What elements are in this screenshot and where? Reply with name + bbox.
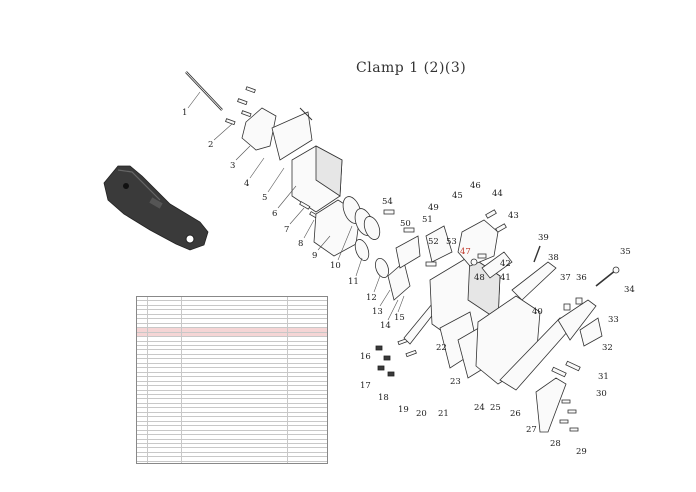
bom-row (137, 394, 327, 400)
bom-row (137, 443, 327, 449)
callout-16: 16 (360, 352, 371, 362)
callout-31: 31 (598, 372, 609, 382)
callout-5: 5 (262, 193, 267, 203)
bom-row (137, 421, 327, 427)
callout-51: 51 (422, 215, 433, 225)
callout-26: 26 (510, 409, 521, 419)
bom-row (137, 426, 327, 431)
callout-28: 28 (550, 439, 561, 449)
callout-34: 34 (624, 285, 635, 295)
callout-7: 7 (284, 225, 289, 235)
callout-33: 33 (608, 315, 619, 325)
callout-38: 38 (548, 253, 559, 263)
callout-8: 8 (298, 239, 303, 249)
callout-48: 48 (474, 273, 485, 283)
bom-row (137, 337, 327, 342)
callout-50: 50 (400, 219, 411, 229)
callout-3: 3 (230, 161, 235, 171)
bom-row (137, 328, 327, 333)
callout-36: 36 (576, 273, 587, 283)
clamp-photo (103, 165, 209, 251)
callout-22: 22 (436, 343, 447, 353)
bom-row (137, 354, 327, 360)
callout-42: 42 (500, 259, 511, 269)
bom-row (137, 412, 327, 418)
bom-row (137, 457, 327, 462)
bom-row (137, 314, 327, 320)
callout-37: 37 (560, 273, 571, 283)
callout-18: 18 (378, 393, 389, 403)
callout-labels: 1 2 3 4 5 6 7 8 9 10 11 12 13 14 15 16 1… (182, 108, 635, 457)
bom-row (137, 363, 327, 369)
callout-29: 29 (576, 447, 587, 457)
callout-40: 40 (532, 307, 543, 317)
bom-row (137, 332, 327, 338)
callout-27: 27 (526, 425, 537, 435)
callout-4: 4 (244, 179, 249, 189)
callout-35: 35 (620, 247, 631, 257)
callout-12: 12 (366, 293, 377, 303)
bom-row (137, 452, 327, 458)
bom-row (137, 408, 327, 413)
callout-45: 45 (452, 191, 463, 201)
callout-2: 2 (208, 140, 213, 150)
bom-row (137, 350, 327, 355)
callout-20: 20 (416, 409, 427, 419)
bom-row (137, 341, 327, 346)
callout-41: 41 (500, 273, 511, 283)
bom-row (137, 368, 327, 373)
callout-10: 10 (330, 261, 341, 271)
bom-row (137, 439, 327, 444)
callout-44: 44 (492, 189, 503, 199)
callout-49: 49 (428, 203, 439, 213)
bom-row (137, 461, 327, 463)
bom-row (137, 435, 327, 440)
parts (185, 71, 620, 433)
callout-46: 46 (470, 181, 481, 191)
callout-11: 11 (348, 277, 359, 287)
callout-43: 43 (508, 211, 519, 221)
bom-row (137, 417, 327, 422)
bom-row (137, 377, 327, 382)
callout-19: 19 (398, 405, 409, 415)
bom-row (137, 399, 327, 404)
bom-row (137, 305, 327, 311)
bom-row (137, 386, 327, 391)
callout-54: 54 (382, 197, 393, 207)
callout-52: 52 (428, 237, 439, 247)
callout-13: 13 (372, 307, 383, 317)
callout-25: 25 (490, 403, 501, 413)
bom-row (137, 448, 327, 453)
bom-row (137, 390, 327, 395)
bom-row (137, 403, 327, 409)
bom-row (137, 323, 327, 329)
callout-32: 32 (602, 343, 613, 353)
callout-24: 24 (474, 403, 485, 413)
callout-39: 39 (538, 233, 549, 243)
bom-row (137, 310, 327, 315)
leader-lines (187, 91, 405, 321)
bom-row (137, 430, 327, 436)
callout-21: 21 (438, 409, 449, 419)
callout-47: 47 (460, 247, 471, 257)
callout-23: 23 (450, 377, 461, 387)
bom-row (137, 381, 327, 387)
callout-6: 6 (272, 209, 277, 219)
bom-row (137, 319, 327, 324)
callout-14: 14 (380, 321, 391, 331)
bom-row (137, 345, 327, 351)
callout-1: 1 (182, 108, 187, 118)
callout-17: 17 (360, 381, 371, 391)
callout-9: 9 (312, 251, 317, 261)
bom-row (137, 301, 327, 306)
parts-list-table (136, 296, 328, 464)
callout-53: 53 (446, 237, 457, 247)
diagram-title: Clamp 1 (2)(3) (356, 60, 467, 76)
bom-row (137, 372, 327, 378)
bom-row (137, 297, 327, 302)
callout-30: 30 (596, 389, 607, 399)
bom-row (137, 359, 327, 364)
callout-15: 15 (394, 313, 405, 323)
